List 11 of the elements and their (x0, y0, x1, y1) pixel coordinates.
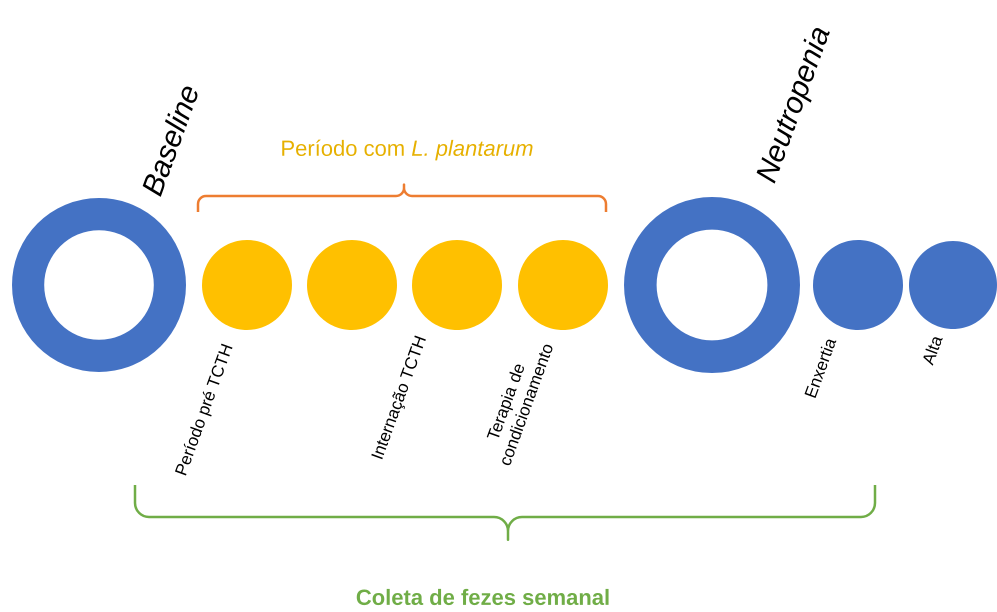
circle (813, 240, 903, 330)
ring (12, 198, 186, 372)
phase-label: Alta (923, 337, 943, 366)
circle (307, 240, 397, 330)
circle (412, 240, 502, 330)
ring (624, 197, 800, 373)
bracket-label: Coleta de fezes semanal (356, 588, 609, 606)
bracket-label: Período com L. plantarum (282, 140, 533, 160)
circle (909, 241, 997, 329)
circle (518, 240, 608, 330)
circle (202, 240, 292, 330)
